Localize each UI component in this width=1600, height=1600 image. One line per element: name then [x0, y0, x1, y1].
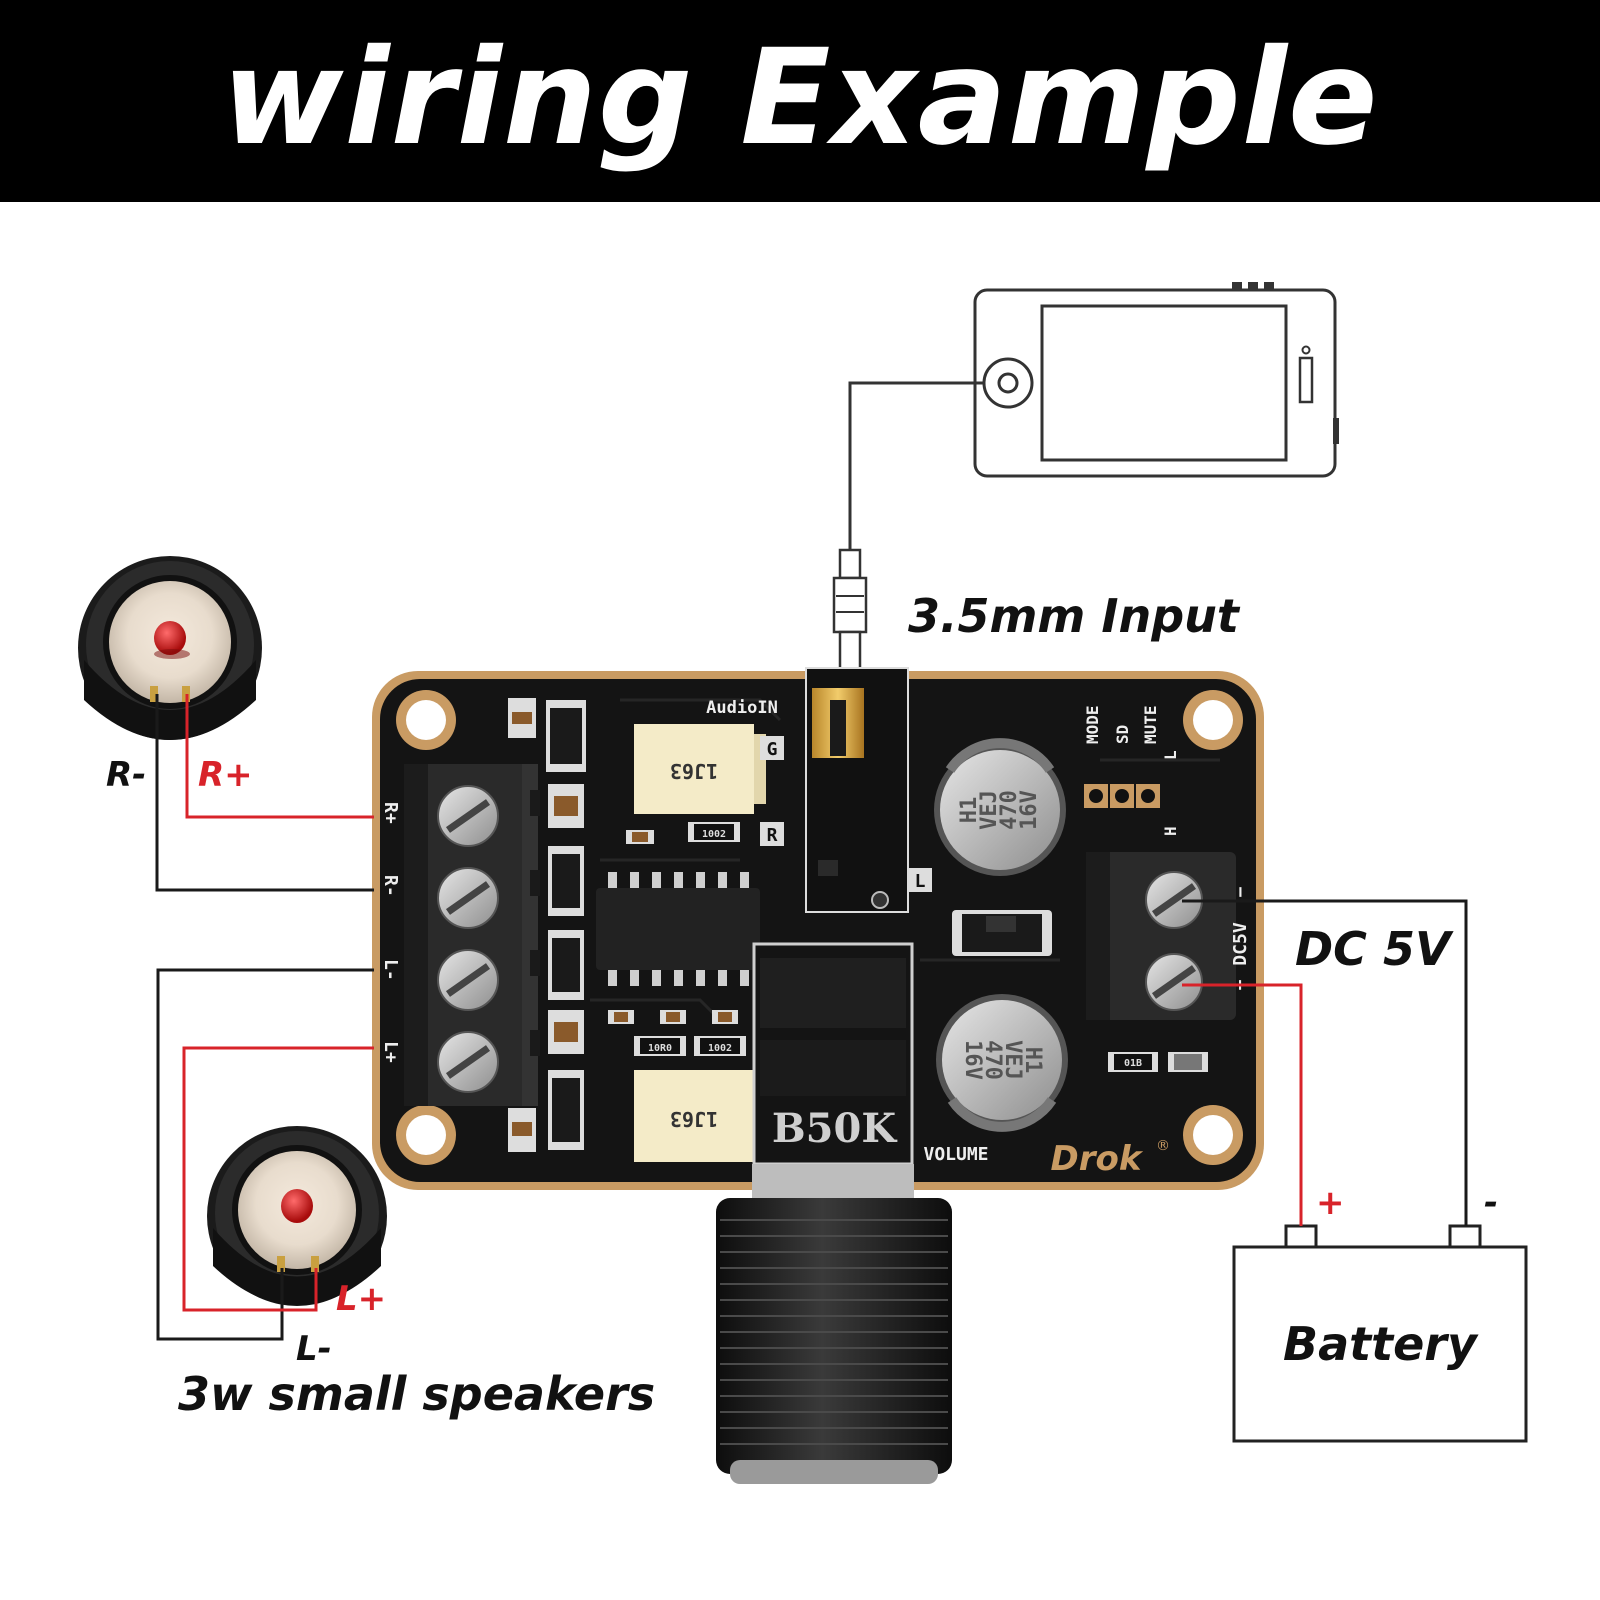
svg-text:H: H — [1161, 826, 1180, 836]
svg-text:1002: 1002 — [708, 1043, 732, 1054]
terminal-label-l-minus: L- — [380, 959, 401, 981]
power-minus-sign: − — [1230, 886, 1251, 897]
speaker-right-icon — [78, 556, 262, 740]
amplifier-ic — [596, 872, 760, 986]
battery-minus-label: - — [1484, 1183, 1498, 1223]
amplifier-board: R+ R- L- L+ — [372, 667, 1264, 1198]
led-indicator — [1168, 1052, 1208, 1072]
speaker-left-icon — [207, 1126, 387, 1306]
capacitor-bottom: H1 VEJ 470 16V — [936, 994, 1068, 1132]
svg-text:16V: 16V — [960, 1040, 985, 1080]
svg-text:1J63: 1J63 — [670, 759, 718, 783]
wire-l-minus — [156, 968, 374, 1341]
svg-text:G: G — [767, 739, 778, 760]
input-label: 3.5mm Input — [908, 589, 1241, 643]
svg-text:R: R — [767, 825, 778, 846]
svg-text:1J63: 1J63 — [670, 1107, 718, 1131]
resistor-1002-bottom: 1002 — [694, 1036, 746, 1056]
terminal-screws — [437, 785, 499, 1093]
svg-text:01B: 01B — [1124, 1058, 1142, 1069]
svg-text:VEJ: VEJ — [1000, 1040, 1025, 1080]
svg-text:1002: 1002 — [702, 829, 726, 840]
wire-r-minus — [155, 694, 374, 892]
jack-pin-labels: G R L — [760, 736, 932, 892]
audio-in-label: AudioIN — [706, 698, 778, 718]
title-banner — [0, 0, 1600, 202]
volume-label: VOLUME — [923, 1144, 988, 1165]
r-minus-label: R- — [106, 755, 146, 795]
capacitor-top: H1 VEJ 470 16V — [934, 738, 1066, 876]
wires — [155, 694, 1468, 1341]
svg-text:470: 470 — [997, 790, 1022, 830]
pot-label: B50K — [772, 1105, 897, 1152]
terminal-label-r-plus: R+ — [380, 802, 401, 824]
speaker-terminal-block — [404, 764, 540, 1106]
battery-label: Battery — [1283, 1317, 1479, 1371]
wire-l-plus — [182, 1046, 374, 1312]
dc-label: DC 5V — [1295, 922, 1454, 976]
power-label: DC5V — [1230, 922, 1251, 966]
audio-cable — [832, 381, 983, 674]
header-pins — [1084, 784, 1160, 808]
inductor-top: 1J63 — [634, 724, 766, 814]
l-minus-label: L- — [296, 1329, 332, 1369]
wire-dc-minus — [1182, 899, 1468, 1226]
svg-text:16V: 16V — [1017, 790, 1042, 830]
resistor-10r0: 10R0 — [634, 1036, 686, 1056]
volume-potentiometer — [752, 942, 914, 1198]
svg-text:MUTE: MUTE — [1141, 705, 1160, 744]
resistor-1002-top: 1002 — [688, 822, 740, 842]
page-title: wiring Example — [221, 21, 1379, 175]
volume-knob — [716, 1198, 952, 1484]
battery-icon — [1232, 1224, 1528, 1443]
audio-jack — [805, 667, 909, 913]
inductor-bottom: 1J63 — [634, 1070, 766, 1162]
phone-icon — [973, 282, 1339, 478]
diode — [952, 910, 1052, 956]
battery-plus-label: + — [1316, 1183, 1345, 1223]
speakers-label: 3w small speakers — [178, 1367, 655, 1421]
registered-mark: ® — [1156, 1138, 1170, 1154]
resistor-01b: 01B — [1108, 1052, 1158, 1072]
brand-logo: Drok — [1051, 1139, 1144, 1179]
terminal-label-l-plus: L+ — [380, 1041, 401, 1063]
svg-text:H1: H1 — [957, 797, 982, 824]
r-plus-label: R+ — [198, 755, 253, 795]
l-plus-label: L+ — [336, 1279, 386, 1319]
svg-text:L: L — [1161, 750, 1180, 760]
terminal-label-r-minus: R- — [380, 875, 401, 897]
svg-text:VEJ: VEJ — [977, 790, 1002, 830]
header-pin-labels: MODE SD MUTE L H — [1083, 705, 1180, 836]
svg-text:H1: H1 — [1020, 1047, 1045, 1074]
svg-text:470: 470 — [980, 1040, 1005, 1080]
smd-components — [508, 698, 738, 1152]
wire-r-plus — [185, 694, 374, 819]
mounting-holes — [396, 690, 1243, 1165]
power-terminal-block — [1086, 852, 1236, 1020]
wire-dc-plus — [1182, 983, 1303, 1226]
svg-text:10R0: 10R0 — [648, 1043, 672, 1054]
svg-text:SD: SD — [1113, 725, 1132, 744]
svg-text:L: L — [915, 871, 926, 892]
svg-text:MODE: MODE — [1083, 705, 1102, 744]
